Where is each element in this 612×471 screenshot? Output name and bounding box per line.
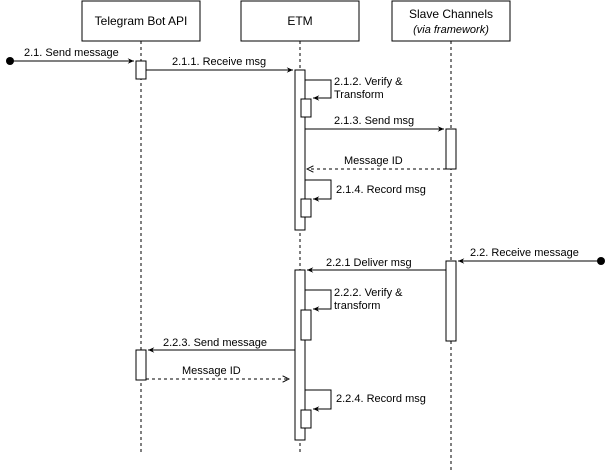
message-label: 2.2.4. Record msg <box>336 393 426 405</box>
message-label: transform <box>334 300 380 312</box>
message-deliver-msg: 2.2.1 Deliver msg <box>307 257 446 273</box>
message-label: 2.2.1 Deliver msg <box>326 257 412 269</box>
message-label: 2.1.2. Verify & <box>334 76 403 88</box>
activation-etm-verify-2 <box>300 309 312 341</box>
message-label: 2.1.1. Receive msg <box>172 56 266 68</box>
participant-box <box>391 0 511 42</box>
message-label: 2.1.3. Send msg <box>334 115 414 127</box>
message-verify-transform-1: 2.1.2. Verify & Transform <box>305 76 403 101</box>
message-label: 2.2.3. Send message <box>163 337 267 349</box>
message-label: 2.1.4. Record msg <box>336 184 426 196</box>
message-arrow <box>305 289 332 312</box>
activation-etm-1 <box>294 69 306 231</box>
participant-title: Telegram Bot API <box>95 14 188 28</box>
message-send-msg: 2.1.3. Send msg <box>305 115 444 132</box>
message-message-id-2: Message ID <box>146 365 289 379</box>
message-label: Transform <box>334 89 384 101</box>
message-record-msg-2: 2.2.4. Record msg <box>305 389 426 412</box>
message-record-msg-1: 2.1.4. Record msg <box>305 179 426 202</box>
participant-box <box>240 0 360 42</box>
activation-slave-1 <box>445 128 457 170</box>
message-verify-transform-2: 2.2.2. Verify & transform <box>305 287 403 312</box>
participant-telegram: Telegram Bot API <box>81 0 201 42</box>
message-receive-msg: 2.1.1. Receive msg <box>146 56 293 73</box>
activation-slave-2 <box>445 260 457 342</box>
activation-etm-2 <box>294 269 306 441</box>
activation-etm-record-2 <box>300 409 312 429</box>
message-label: Message ID <box>182 365 241 377</box>
message-label: Message ID <box>344 155 403 167</box>
message-send-message: 2.1. Send message <box>6 45 134 65</box>
message-label: 2.1. Send message <box>24 47 119 59</box>
message-arrow <box>305 179 332 202</box>
label-background <box>468 245 584 258</box>
participant-title: ETM <box>287 14 312 28</box>
participant-title: Slave Channels <box>409 7 493 21</box>
participant-subtitle: (via framework) <box>413 24 489 36</box>
message-label: 2.2. Receive message <box>470 247 579 259</box>
label-background <box>22 45 124 58</box>
message-label: 2.2.2. Verify & <box>334 287 403 299</box>
message-send-message-2: 2.2.3. Send message <box>148 337 295 353</box>
participant-box <box>81 0 201 42</box>
activation-etm-verify-1 <box>300 98 312 118</box>
message-message-id-1: Message ID <box>307 155 446 169</box>
participant-etm: ETM <box>240 0 360 42</box>
message-arrow <box>305 79 332 101</box>
activation-telegram-1 <box>135 60 147 80</box>
participant-slave-channels: Slave Channels (via framework) <box>391 0 511 42</box>
activation-telegram-2 <box>135 349 147 381</box>
activation-etm-record-1 <box>300 198 312 218</box>
message-receive-message: 2.2. Receive message <box>458 245 605 265</box>
message-arrow <box>305 389 332 412</box>
